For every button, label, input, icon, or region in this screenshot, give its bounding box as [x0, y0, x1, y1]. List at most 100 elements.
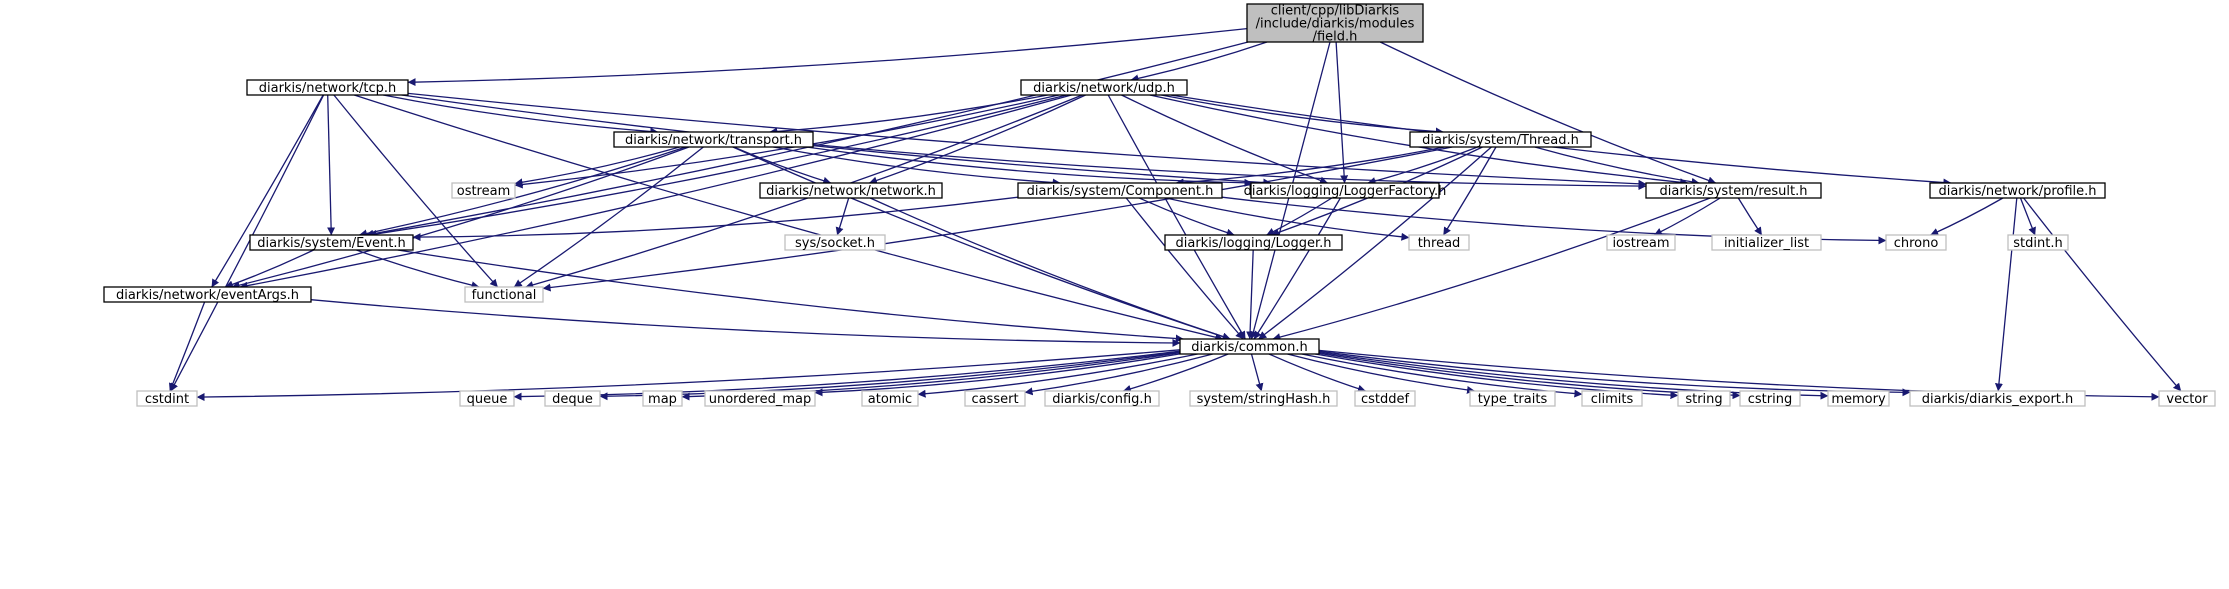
edge-line — [1258, 146, 1492, 340]
node-atomic: atomic — [861, 390, 919, 407]
node-label: atomic — [868, 392, 912, 407]
node-label: chrono — [1894, 236, 1939, 251]
edge-common-to-queue — [513, 350, 1181, 401]
node-box — [246, 79, 409, 96]
edge-udp-to-event — [368, 94, 1067, 238]
edge-udp-to-transport — [769, 94, 1048, 136]
node-thread_h[interactable]: diarkis/system/Thread.h — [1409, 131, 1592, 148]
edge-field-to-udp — [1130, 41, 1268, 83]
edge-line — [1272, 197, 1711, 341]
edge-common-to-cstddef — [1268, 353, 1366, 393]
node-box — [1739, 390, 1801, 407]
node-label: cstdint — [145, 392, 189, 407]
node-box — [1909, 390, 2086, 407]
node-box — [1711, 234, 1822, 251]
node-label: cstring — [1748, 392, 1792, 407]
edge-common-to-umap — [814, 353, 1181, 397]
node-field[interactable]: client/cpp/libDiarkis/include/diarkis/mo… — [1246, 3, 1424, 45]
edge-common-to-cstdint — [196, 349, 1181, 402]
node-box — [544, 390, 601, 407]
edge-line — [1121, 94, 1328, 185]
node-climits: climits — [1581, 390, 1643, 407]
edge-component-to-event — [412, 196, 1019, 242]
edge-eventargs-to-common — [310, 299, 1181, 347]
node-thread: thread — [1408, 234, 1470, 251]
edge-line — [1024, 353, 1213, 396]
node-box — [451, 182, 516, 199]
edge-event-to-common — [397, 249, 1184, 343]
node-profile[interactable]: diarkis/network/profile.h — [1929, 182, 2106, 199]
node-label: sys/socket.h — [795, 236, 875, 251]
node-label: diarkis/logging/LoggerFactory.h — [1244, 184, 1447, 199]
edge-thread_h-to-result — [1534, 146, 1700, 186]
edge-field-to-result — [1379, 41, 1717, 185]
node-box — [136, 390, 198, 407]
node-label: diarkis/diarkis_export.h — [1922, 392, 2074, 407]
edge-line — [196, 349, 1181, 402]
node-label: unordered_map — [709, 392, 812, 407]
node-label: cassert — [971, 392, 1018, 407]
edge-tcp-to-result — [407, 92, 1647, 188]
node-label: diarkis/system/result.h — [1660, 184, 1808, 199]
edge-line — [412, 196, 1019, 242]
node-loggerfactory[interactable]: diarkis/logging/LoggerFactory.h — [1244, 182, 1447, 199]
edge-line — [513, 146, 704, 288]
node-box — [1677, 390, 1731, 407]
node-box — [1020, 79, 1188, 96]
node-eventargs[interactable]: diarkis/network/eventArgs.h — [103, 286, 312, 303]
node-queue: queue — [459, 390, 515, 407]
edge-loggerfactory-to-logger — [1266, 197, 1333, 236]
edge-logger-to-common — [1246, 249, 1255, 340]
edge-line — [170, 94, 325, 392]
node-label: diarkis/network/tcp.h — [259, 81, 397, 96]
node-box — [1164, 234, 1343, 251]
node-umap: unordered_map — [704, 390, 816, 407]
edge-line — [407, 92, 1647, 188]
node-component[interactable]: diarkis/system/Component.h — [1017, 182, 1223, 199]
edge-udp-to-network — [869, 94, 1086, 185]
node-label: /field.h — [1313, 30, 1358, 45]
edge-line — [513, 350, 1181, 401]
edge-profile-to-diarkisexport — [1994, 197, 2018, 392]
node-transport[interactable]: diarkis/network/transport.h — [613, 131, 814, 148]
edge-line — [169, 301, 206, 392]
edge-line — [1318, 350, 1911, 397]
edge-common-to-atomic — [917, 353, 1198, 398]
node-label: thread — [1418, 236, 1461, 251]
node-functional: functional — [464, 286, 544, 303]
node-common[interactable]: diarkis/common.h — [1179, 338, 1320, 355]
edge-result-to-common — [1272, 197, 1711, 341]
edge-tcp-to-common — [354, 94, 1224, 342]
edge-profile-to-chrono — [1930, 197, 2004, 236]
node-box — [1354, 390, 1416, 407]
node-label: type_traits — [1478, 392, 1548, 407]
edge-line — [773, 146, 1061, 187]
edge-line — [383, 94, 659, 136]
edge-line — [1367, 146, 1478, 185]
edge-line — [1534, 146, 1700, 186]
node-label: diarkis/system/Event.h — [257, 236, 405, 251]
edge-eventargs-to-cstdint — [169, 301, 206, 392]
node-event[interactable]: diarkis/system/Event.h — [249, 234, 414, 251]
edge-line — [1930, 197, 2004, 236]
edge-line — [1737, 197, 1763, 236]
edge-line — [2023, 197, 2182, 392]
node-result[interactable]: diarkis/system/result.h — [1645, 182, 1822, 199]
node-label: memory — [1831, 392, 1886, 407]
edge-line — [1253, 197, 1341, 340]
edge-line — [869, 197, 1231, 341]
node-tcp[interactable]: diarkis/network/tcp.h — [246, 79, 409, 96]
node-cstring: cstring — [1739, 390, 1801, 407]
edge-thread_h-to-component — [1175, 146, 1445, 187]
edge-line — [239, 94, 1072, 290]
node-box — [704, 390, 816, 407]
node-network[interactable]: diarkis/network/network.h — [759, 182, 943, 199]
node-config: diarkis/config.h — [1044, 390, 1160, 407]
node-box — [784, 234, 886, 251]
node-udp[interactable]: diarkis/network/udp.h — [1020, 79, 1188, 96]
node-socket: sys/socket.h — [784, 234, 886, 251]
node-logger[interactable]: diarkis/logging/Logger.h — [1164, 234, 1343, 251]
node-deque: deque — [544, 390, 601, 407]
node-box — [1469, 390, 1556, 407]
edge-line — [1125, 197, 1244, 340]
